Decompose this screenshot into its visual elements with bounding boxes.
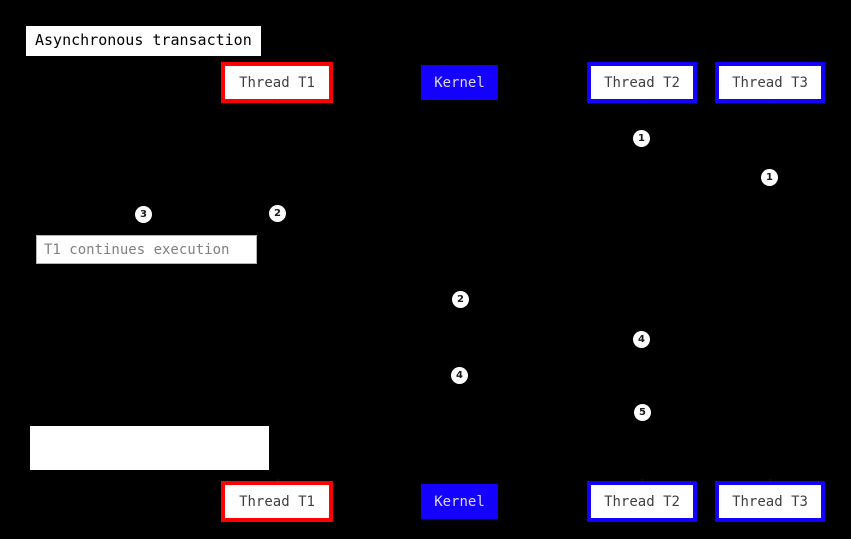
note-t1-continues-execution: T1 continues execution: [36, 235, 257, 264]
sequence-badge-t3-1: 1: [761, 169, 778, 186]
sequence-badge-note-3: 3: [135, 206, 152, 223]
participant-footer-thread-t2[interactable]: Thread T2: [587, 481, 697, 522]
participant-header-thread-t1[interactable]: Thread T1: [221, 62, 333, 103]
participant-header-kernel[interactable]: Kernel: [421, 65, 498, 100]
sequence-badge-t1-2: 2: [269, 205, 286, 222]
participant-footer-kernel[interactable]: Kernel: [421, 484, 498, 519]
note-empty-block: [30, 426, 269, 470]
lifeline-nub-t1-bottom: [276, 479, 279, 482]
participant-header-thread-t3[interactable]: Thread T3: [715, 62, 825, 103]
lifeline-nub-t3-bottom: [769, 479, 772, 482]
sequence-badge-t2-1: 1: [633, 130, 650, 147]
lifeline-nub-t2-bottom: [641, 479, 644, 482]
participant-header-thread-t2[interactable]: Thread T2: [587, 62, 697, 103]
lifeline-t3: [770, 103, 771, 481]
sequence-badge-kernel-4: 4: [451, 367, 468, 384]
participant-footer-thread-t1[interactable]: Thread T1: [221, 481, 333, 522]
lifeline-t2: [642, 103, 643, 481]
sequence-badge-t2-5: 5: [634, 404, 651, 421]
sequence-badge-kernel-2: 2: [452, 291, 469, 308]
lifeline-t1: [277, 103, 278, 481]
diagram-title: Asynchronous transaction: [26, 26, 261, 56]
sequence-badge-t2-4: 4: [633, 331, 650, 348]
participant-footer-thread-t3[interactable]: Thread T3: [715, 481, 825, 522]
